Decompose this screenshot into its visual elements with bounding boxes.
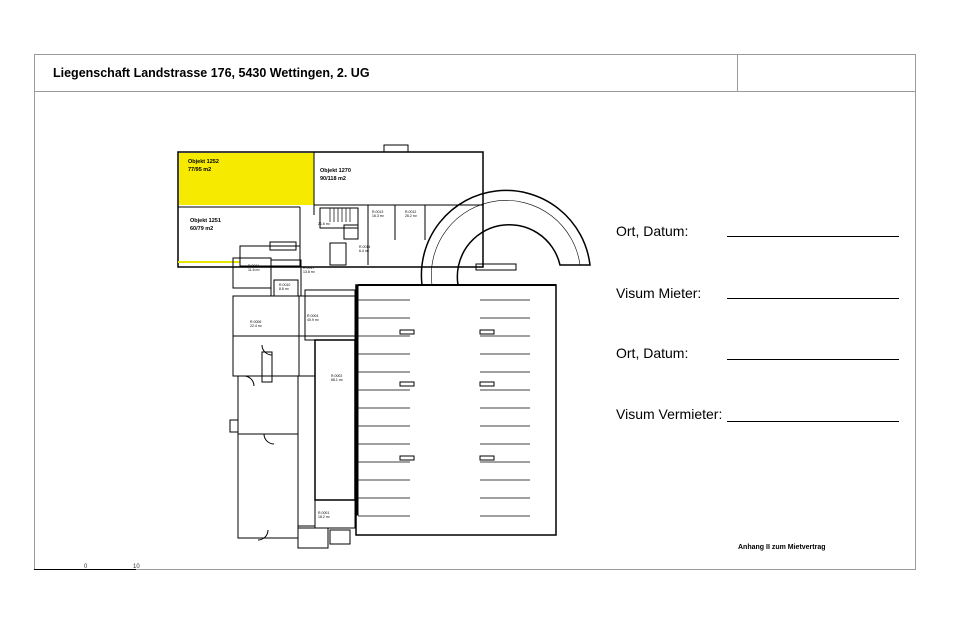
object-1252-highlight <box>179 153 314 205</box>
annex-note: Anhang II zum Mietvertrag <box>738 544 826 551</box>
room-area: 16.3 m² <box>372 214 385 218</box>
parking-marker <box>479 455 495 461</box>
object-1252-name: Objekt 1252 <box>188 159 219 165</box>
signature-label-place-date-1: Ort, Datum: <box>616 223 689 239</box>
parking-marker <box>399 329 415 335</box>
title-bar: Liegenschaft Landstrasse 176, 5430 Wetti… <box>35 55 915 92</box>
parking-stalls <box>358 299 410 517</box>
niche <box>229 419 239 433</box>
door-swing <box>263 433 275 445</box>
room-block <box>304 289 356 341</box>
ramp-gate <box>475 263 517 271</box>
room-r0002 <box>314 339 356 501</box>
room-label: R.0011 <box>248 264 259 268</box>
parking-marker <box>479 329 495 335</box>
room-area: 8.8 m² <box>279 287 290 291</box>
room-area: 13.8 m² <box>303 270 316 274</box>
signature-line-2[interactable] <box>727 298 899 299</box>
room-area: 11.6 m² <box>248 268 260 272</box>
scale-bar <box>34 569 136 570</box>
room-area: 21.6 m² <box>318 222 331 226</box>
room <box>237 433 299 539</box>
parking-markers <box>399 329 495 461</box>
room-label: R.0014 <box>359 245 370 249</box>
scale-label-end: 10 <box>133 564 140 570</box>
room-label: R.0013 <box>372 210 383 214</box>
room-label: R.0004 <box>307 314 318 318</box>
ramp <box>420 189 591 286</box>
signature-label-place-date-2: Ort, Datum: <box>616 345 689 361</box>
room-label: R.0010 <box>279 283 290 287</box>
entrance-step <box>329 529 351 545</box>
parking-marker <box>399 381 415 387</box>
object-1251-name: Objekt 1251 <box>190 218 221 224</box>
parking-marker <box>399 455 415 461</box>
stair-steps <box>329 208 351 222</box>
entrance <box>297 527 329 549</box>
room-label: R.0012 <box>405 210 416 214</box>
shaft <box>261 351 273 383</box>
room <box>237 375 299 435</box>
room-label: R.0001 <box>318 511 329 515</box>
room-area: 26.2 m² <box>405 214 418 218</box>
room-area: 6.4 m² <box>359 249 370 253</box>
door-swing <box>261 344 273 356</box>
room-r0001 <box>314 499 356 529</box>
signature-line-3[interactable] <box>727 359 899 360</box>
room <box>232 335 300 377</box>
parking-stalls-right <box>480 299 530 517</box>
room-label: R.0006 <box>250 320 261 324</box>
door-swing <box>243 375 255 387</box>
corridor <box>297 375 316 527</box>
shaft <box>383 144 409 153</box>
door-swing <box>257 529 269 541</box>
title-divider <box>737 55 738 91</box>
parking-marker <box>479 381 495 387</box>
ramp-inner-line <box>431 200 581 286</box>
object-1252-area: 77/95 m2 <box>188 167 211 173</box>
signature-label-landlord: Visum Vermieter: <box>616 406 723 422</box>
signature-line-4[interactable] <box>727 421 899 422</box>
scale-label-start: 0 <box>84 564 88 570</box>
signature-line-1[interactable] <box>727 236 899 237</box>
room-r0006 <box>232 295 300 337</box>
stair-landing <box>343 224 359 240</box>
object-1251-area: 60/79 m2 <box>190 226 213 232</box>
small-room <box>329 242 347 266</box>
garage-outline <box>355 284 557 536</box>
room-area: 68.1 m² <box>331 378 344 382</box>
plan-sheet: Liegenschaft Landstrasse 176, 5430 Wetti… <box>34 54 916 570</box>
room-area: 22.4 m² <box>250 324 263 328</box>
storage-wing-outline <box>177 151 484 268</box>
room-area: 18.2 m² <box>318 515 331 519</box>
page-title: Liegenschaft Landstrasse 176, 5430 Wetti… <box>53 66 370 80</box>
object-1270-area: 90/118 m2 <box>320 176 346 182</box>
room-label: R.0002 <box>331 374 342 378</box>
door-frame <box>269 241 297 251</box>
signature-label-tenant: Visum Mieter: <box>616 285 702 301</box>
room-area: 40.9 m² <box>307 318 320 322</box>
stair-core <box>319 207 359 229</box>
room-label: R.0017 <box>303 266 314 270</box>
object-1270-name: Objekt 1270 <box>320 168 351 174</box>
